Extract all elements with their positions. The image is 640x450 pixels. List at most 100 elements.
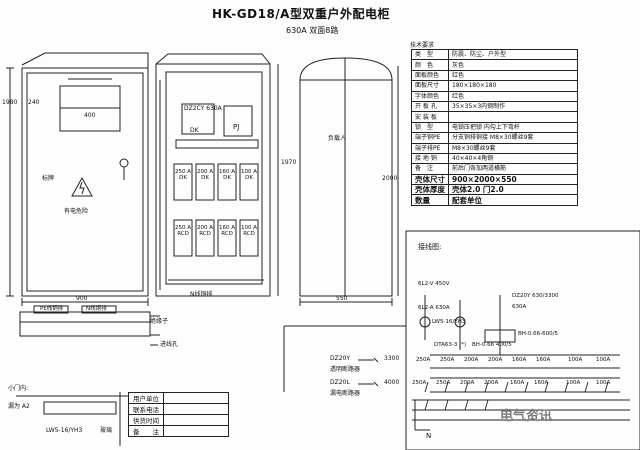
top-row-rating: 250A	[416, 357, 431, 363]
front-cabinet-body	[21, 67, 149, 297]
page-title: HK-GD18/A型双重户外配电柜	[212, 7, 390, 21]
bottom-row-rating: 100A	[566, 380, 581, 386]
meter-box	[223, 105, 253, 137]
spec-value: 900×2000×550	[448, 173, 578, 186]
spec-key: 面板尺寸	[411, 80, 449, 92]
wiring-caption: 接线图:	[418, 243, 442, 251]
branch-switches	[424, 381, 609, 411]
bottom-row-rating: 250A	[412, 380, 427, 386]
info-value-cell	[163, 425, 229, 437]
meter-left-label: 6L2-V 450V	[418, 281, 450, 287]
spec-row: 数量配套单位	[411, 194, 578, 206]
spec-key: 面板颜色	[411, 69, 449, 82]
interior-busbar-label: N线铜排	[190, 291, 213, 298]
small-door-switch: LW5-16/YH3	[46, 427, 83, 434]
top-breaker-2: 200 A DK	[197, 169, 214, 181]
insulator-label: 绝缘子	[150, 318, 169, 325]
bottom-breaker-2: 200 A RCD	[197, 225, 214, 237]
ct-label: BH-0.66 400/5	[472, 342, 512, 348]
spec-value: M8×30螺丝9套	[448, 142, 578, 154]
spec-key: 类 型	[411, 48, 449, 61]
front-roof	[21, 52, 149, 68]
info-label: 备 注	[128, 425, 164, 437]
spec-value: 180×180×180	[448, 80, 578, 92]
front-label-dim: 400	[84, 112, 96, 119]
top-row-rating: 100A	[568, 357, 583, 363]
bottom-row-rating: 250A	[436, 380, 451, 386]
ground-label: N	[426, 432, 432, 440]
info-value-cell	[163, 403, 229, 415]
front-top-dim: 240	[28, 99, 40, 106]
top-breaker-3: 160 A DK	[219, 169, 236, 181]
top-row-rating: 160A	[536, 357, 551, 363]
front-lock	[119, 158, 129, 168]
spec-key: 数量	[411, 194, 449, 206]
spec-value: 配套单位	[448, 194, 578, 206]
legend-code: DZ20L	[330, 379, 350, 386]
spec-row: 锁 型电锁压把锁 内勾上下弯杆	[411, 121, 578, 134]
main-breaker-wiring: DZ20Y 630/3300	[512, 293, 559, 299]
n-busbar-label: N线铜排	[86, 306, 107, 312]
meter-label: PJ	[233, 123, 240, 131]
legend-value: 3300	[384, 355, 400, 362]
legend-desc: 漏电断路器	[330, 390, 361, 397]
legend-code: DZ20Y	[330, 355, 351, 362]
main-breaker-sub: DK	[190, 127, 199, 134]
bottom-row-rating: 200A	[460, 380, 475, 386]
info-label: 联系电话	[128, 403, 164, 415]
side-cabinet	[299, 79, 393, 297]
top-row-rating: 200A	[464, 357, 479, 363]
top-breaker-4: 100 A DK	[241, 169, 258, 181]
page-subtitle: 630A 双面8路	[286, 26, 339, 35]
top-row-rating: 160A	[512, 357, 527, 363]
front-width-dim: 900	[76, 295, 88, 302]
side-inner-label: 负载人	[328, 135, 347, 142]
main-breaker-label: DZ2CY 630A	[184, 105, 222, 112]
bottom-breaker-1: 250 A RCD	[175, 225, 192, 237]
top-breaker-1: 250 A DK	[175, 169, 192, 181]
spec-value: 红色	[448, 69, 578, 82]
spec-key: 字体颜色	[411, 90, 449, 102]
warning-label: 有电危险	[64, 208, 89, 215]
spec-value: 壳体2.0 门2.0	[448, 184, 578, 196]
bottom-breaker-4: 100 A RCD	[241, 225, 258, 237]
bottom-row-rating: 200A	[484, 380, 499, 386]
top-row-rating: 200A	[488, 357, 503, 363]
spec-row: 备 注前后门各加两道横筋	[411, 163, 578, 175]
top-breaker-row	[173, 163, 259, 201]
entry-label: 进线孔	[160, 341, 179, 348]
spec-value: 35×35×3内钢制作	[448, 100, 578, 113]
side-height-dim: 2000	[382, 175, 398, 182]
info-value-cell	[163, 414, 229, 426]
bottom-row-rating: 160A	[510, 380, 525, 386]
main-breaker-box	[181, 103, 215, 135]
spec-key: 壳体厚度	[411, 184, 449, 196]
interior-roof	[155, 53, 271, 65]
legend-value: 4000	[384, 379, 400, 386]
info-value-cell	[163, 392, 229, 404]
spec-value: 红色	[448, 90, 578, 102]
spec-key: 接 地 铜	[411, 152, 449, 165]
side-roof	[299, 57, 393, 81]
rcd-label: DTA63-3 (*)	[434, 342, 467, 348]
surge-label: BH-0.66-600/5	[518, 331, 558, 337]
small-door-row: 漏为 A2	[8, 403, 30, 410]
info-label: 供货时间	[128, 414, 164, 426]
spec-row: 面板颜色红色	[411, 69, 578, 82]
spec-key: 端子铜PE	[411, 132, 449, 144]
spec-key: 开 板 孔	[411, 100, 449, 113]
switch-label: LW5-16/YH3	[432, 319, 466, 325]
info-label: 用户单位	[128, 392, 164, 404]
spec-key: 锁 型	[411, 121, 449, 134]
spec-row: 安 装 板	[411, 111, 578, 123]
front-door-outline	[26, 72, 144, 292]
interior-height-dim: 1970	[281, 159, 297, 166]
customer-info-table: 用户单位 联系电话 供货时间 备 注	[128, 392, 229, 437]
interior-panel	[165, 71, 263, 285]
